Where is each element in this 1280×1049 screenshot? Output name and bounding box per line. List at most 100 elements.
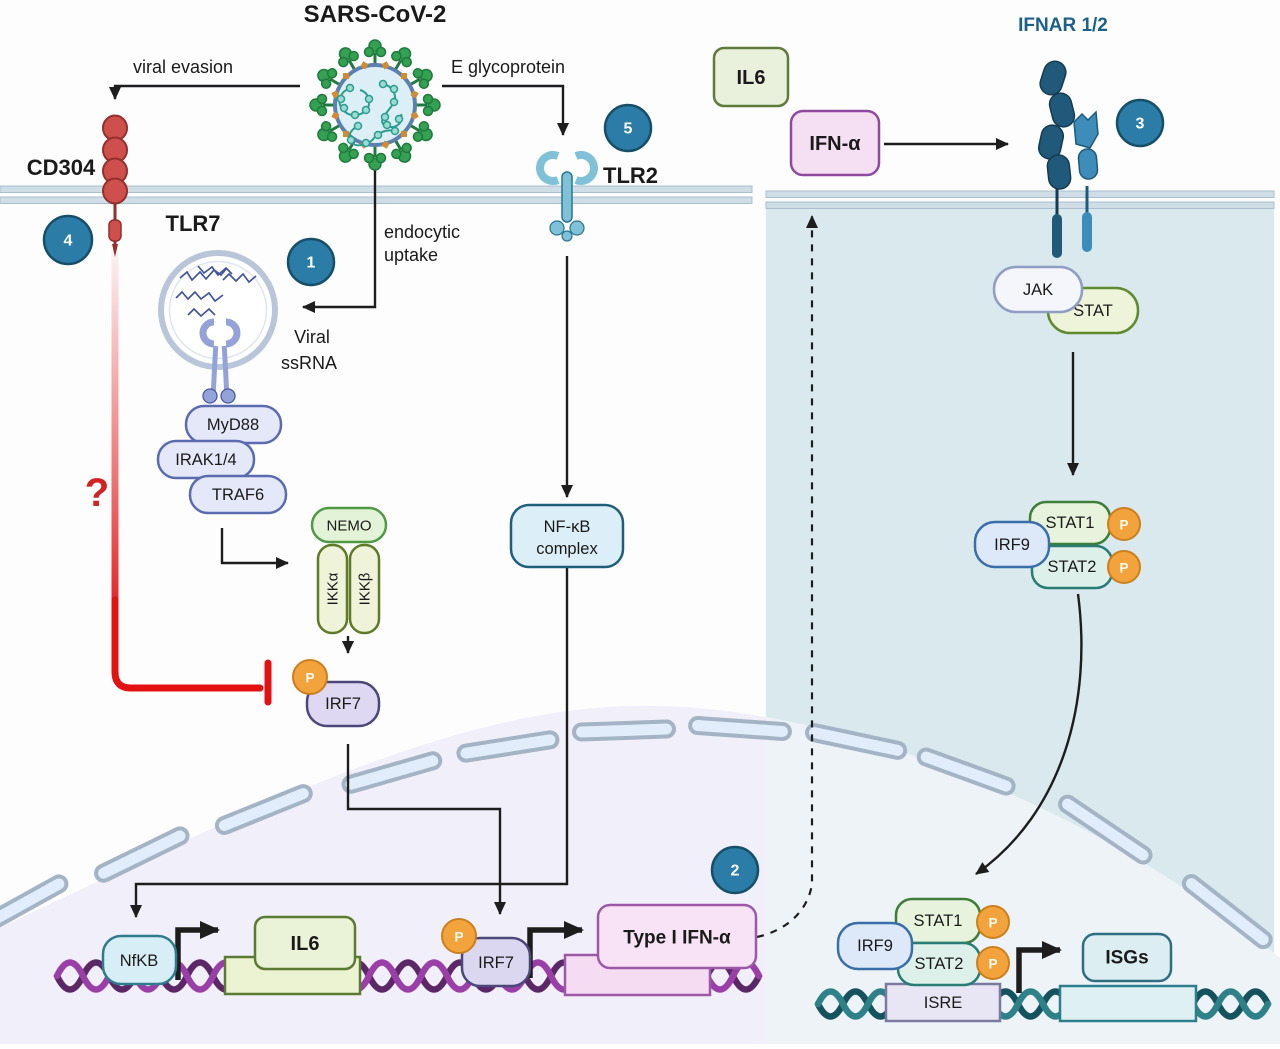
ifn-alpha-box: IFN-α bbox=[789, 109, 881, 177]
phospho-icon bbox=[292, 659, 328, 695]
cell-gap bbox=[752, 185, 766, 725]
badge-5-label: 5 bbox=[624, 121, 633, 138]
endocytic-uptake-label-1: endocytic bbox=[384, 222, 460, 242]
stat2-label: STAT2 bbox=[915, 955, 964, 973]
cd304-receptor bbox=[102, 114, 128, 257]
isgs-label: ISGs bbox=[1105, 948, 1148, 969]
irf7-tf-node: IRF7 P bbox=[441, 918, 532, 988]
nfkb-tf-node: NfKB bbox=[101, 934, 178, 986]
e-glycoprotein-label: E glycoprotein bbox=[451, 57, 565, 77]
virus-rna-genome bbox=[336, 79, 404, 148]
phospho-label: P bbox=[454, 930, 463, 945]
irf9-label: IRF9 bbox=[994, 536, 1030, 554]
ifnar1-chain bbox=[1038, 60, 1076, 190]
tlr7-label: TLR7 bbox=[166, 211, 221, 236]
viral-ssrna-label-1: Viral bbox=[294, 327, 330, 347]
nemo-label: NEMO bbox=[327, 518, 372, 535]
virus-title: SARS-CoV-2 bbox=[304, 1, 447, 28]
traf6-node: TRAF6 bbox=[188, 474, 288, 515]
inhibition-line bbox=[111, 248, 272, 706]
badge-4-label: 4 bbox=[64, 233, 73, 250]
badge-3-label: 3 bbox=[1136, 116, 1145, 133]
isgf3-cytoplasm-complex: P P STAT1 STAT2 IRF9 bbox=[973, 500, 1141, 590]
stat1-label: STAT1 bbox=[1046, 514, 1095, 532]
irf7-label: IRF7 bbox=[325, 695, 361, 713]
ifn-alpha-label: IFN-α bbox=[809, 133, 861, 155]
isre-box bbox=[884, 982, 1002, 1023]
nfkb-complex-node: NF-κB complex bbox=[509, 503, 625, 569]
stat-label: STAT bbox=[1073, 302, 1113, 320]
tlr2-receptor bbox=[536, 151, 598, 242]
ifnar-receptor bbox=[1038, 60, 1099, 258]
badge-1: 1 bbox=[286, 237, 336, 287]
type1-ifn-label: Type I IFN-α bbox=[623, 928, 731, 949]
irak-label: IRAK1/4 bbox=[175, 451, 236, 469]
badge-2: 2 bbox=[710, 845, 760, 895]
badge-4: 4 bbox=[42, 214, 94, 266]
myd88-label: MyD88 bbox=[207, 416, 259, 434]
il6-gene-label-box: IL6 bbox=[253, 915, 357, 971]
right-cell-membrane bbox=[765, 190, 1275, 209]
ikka-label: IKKα bbox=[325, 572, 342, 605]
isgf3-to-nucleus-arrow bbox=[975, 593, 1083, 875]
nfkb-complex-label-2: complex bbox=[536, 540, 598, 558]
virus-spikes bbox=[309, 39, 441, 171]
nfkb-to-nucleus-arrow bbox=[130, 568, 569, 918]
viral-ssrna-label-2: ssRNA bbox=[281, 353, 337, 373]
endosome-viral-rna bbox=[175, 265, 257, 318]
il6-gene-label: IL6 bbox=[291, 933, 320, 955]
traf6-label: TRAF6 bbox=[212, 486, 264, 504]
isgf3-nucleus-complex: P P STAT1 STAT2 IRF9 bbox=[836, 897, 1010, 987]
cd304-label: CD304 bbox=[27, 155, 96, 180]
badge-3: 3 bbox=[1115, 98, 1165, 148]
ikk-complex: NEMO IKKα IKKβ bbox=[310, 506, 388, 635]
nfkb-complex-label-1: NF-κB bbox=[544, 518, 591, 536]
nuclear-envelope bbox=[0, 716, 1273, 950]
isg-gene-box bbox=[1058, 984, 1198, 1023]
signal-arrows bbox=[109, 84, 1083, 918]
il6-promoter-arrow bbox=[175, 921, 220, 980]
stat1-label: STAT1 bbox=[914, 912, 963, 930]
nemo-node bbox=[310, 506, 388, 544]
irf7-to-nucleus-arrow bbox=[346, 744, 506, 915]
question-mark: ? bbox=[85, 471, 109, 515]
endocytic-uptake-arrow bbox=[302, 163, 377, 313]
viral-evasion-arrow bbox=[109, 84, 300, 100]
ifnar-label: IFNAR 1/2 bbox=[1018, 15, 1108, 36]
traf6-to-ikk-arrow bbox=[220, 528, 289, 569]
isre-label: ISRE bbox=[924, 994, 963, 1012]
tlr7-receptor bbox=[199, 318, 241, 404]
stat2-label: STAT2 bbox=[1048, 558, 1097, 576]
badge-5: 5 bbox=[603, 103, 653, 153]
nfkb-tf-label: NfKB bbox=[120, 952, 159, 970]
tlr7-endosome bbox=[158, 250, 278, 404]
myd88-node: MyD88 bbox=[184, 404, 283, 445]
badge-1-label: 1 bbox=[307, 255, 316, 272]
phospho-label: P bbox=[1119, 561, 1128, 576]
tlr2-label: TLR2 bbox=[603, 163, 658, 188]
il6-cytokine-label: IL6 bbox=[737, 67, 766, 89]
type1-ifn-label-box: Type I IFN-α bbox=[596, 903, 758, 970]
phospho-label: P bbox=[988, 916, 997, 931]
irf7-cytoplasm-node: IRF7 P bbox=[292, 659, 381, 728]
phospho-label: P bbox=[305, 671, 314, 686]
badge-2-label: 2 bbox=[731, 863, 740, 880]
viral-evasion-label: viral evasion bbox=[133, 57, 233, 77]
il6-cytokine-box: IL6 bbox=[712, 46, 790, 108]
phospho-label: P bbox=[1119, 518, 1128, 533]
endocytic-uptake-label-2: uptake bbox=[384, 245, 438, 265]
jak-node: JAK bbox=[992, 265, 1084, 314]
ifnar2-chain bbox=[1073, 110, 1099, 180]
ifn-feedback-dashed-arrow bbox=[756, 215, 818, 939]
irak-node: IRAK1/4 bbox=[156, 439, 256, 480]
phospho-label: P bbox=[988, 957, 997, 972]
isg-promoter-arrow bbox=[1016, 941, 1062, 993]
irf7-tf-label: IRF7 bbox=[478, 954, 514, 972]
jak-label: JAK bbox=[1023, 281, 1053, 299]
irf9-label: IRF9 bbox=[857, 937, 893, 955]
sars-cov-2-virion bbox=[309, 39, 441, 171]
e-glycoprotein-arrow bbox=[442, 84, 569, 136]
isgs-label-box: ISGs bbox=[1081, 932, 1173, 983]
